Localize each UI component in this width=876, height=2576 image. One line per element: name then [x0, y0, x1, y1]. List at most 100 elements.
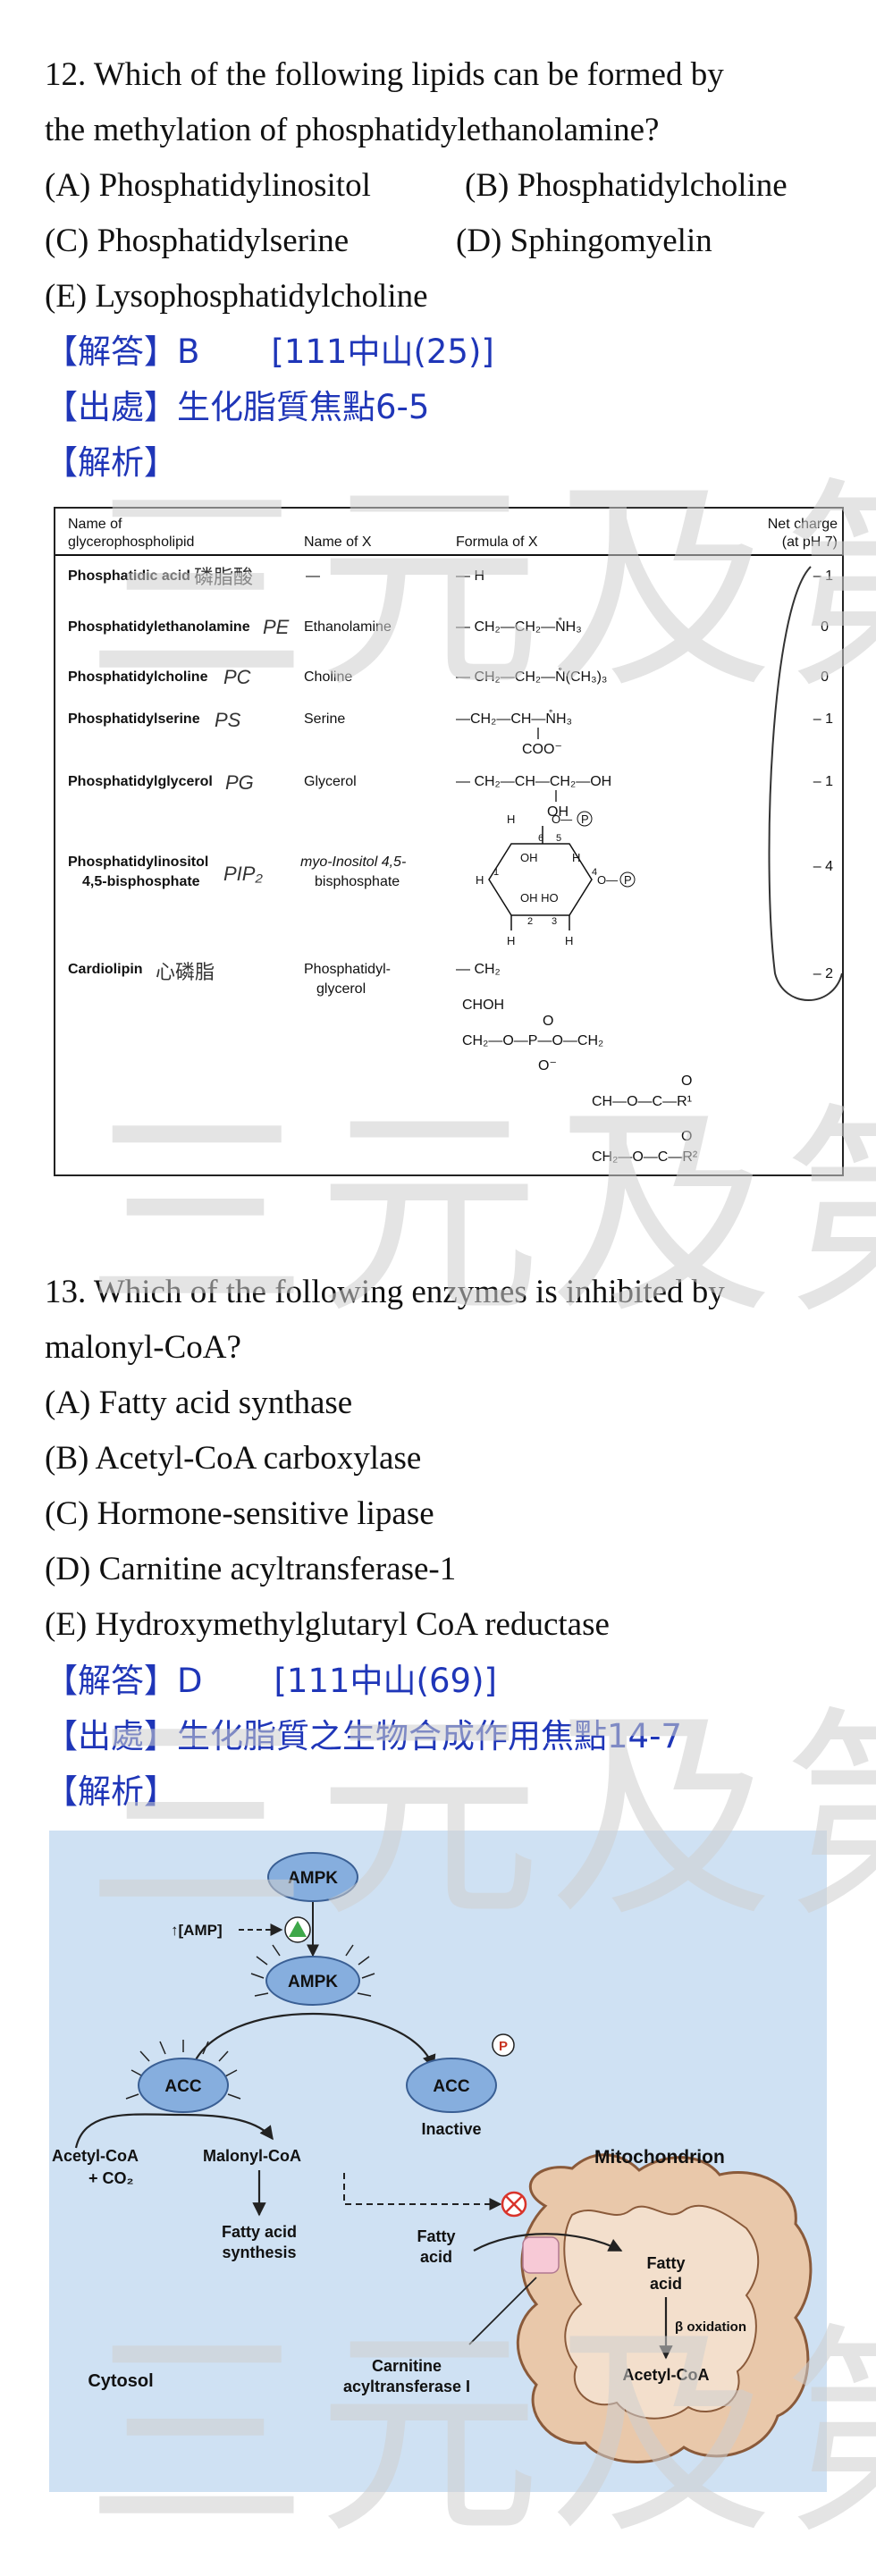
acc-active-ellipse [138, 2058, 229, 2113]
svg-text:H: H [507, 934, 515, 947]
cl-formula-3: O⁻ [538, 1058, 557, 1073]
svg-text:6: 6 [538, 833, 543, 844]
fatty-acid-mito-l2: acid [650, 2275, 682, 2293]
q12-answer: 【解答】B[111中山(25)] [45, 324, 494, 380]
amp-triangle-icon [289, 1921, 307, 1937]
row-ps-formula: —CH₂—CH—N̊H₃ [456, 710, 572, 727]
question-12: 12. Which of the following lipids can be… [45, 47, 849, 324]
acetyl-coa-mito-label: Acetyl-CoA [622, 2366, 709, 2384]
note-ps: PS [215, 709, 241, 731]
cl-formula-2: CH₂—O—P—O—CH₂ [462, 1033, 603, 1048]
fa-synthesis-l2: synthesis [222, 2243, 296, 2261]
handwritten-circle [768, 566, 842, 1001]
row-pe-charge: 0 [821, 619, 829, 635]
q12-analysis: 【解析】 [45, 443, 177, 482]
question-13: 13. Which of the following enzymes is in… [45, 1265, 849, 1653]
glycerophospholipid-table: Name of glycerophospholipid Name of X Fo… [54, 507, 844, 1176]
q12-answer-label: 【解答】B [45, 333, 200, 371]
q12-option-b: (B) Phosphatidylcholine [465, 167, 788, 204]
cl-formula-0: — CH₂ [456, 962, 501, 977]
q13-option-e: (E) Hydroxymethylglutaryl CoA reductase [45, 1606, 610, 1643]
row-cl-charge: – 2 [813, 966, 833, 981]
q13-stem-line2: malonyl-CoA? [45, 1329, 241, 1366]
row-pip2-charge: – 4 [813, 859, 833, 874]
q12-source: 【出處】生化脂質焦點6-5 [45, 388, 430, 426]
header-charge-l2: (at pH 7) [782, 535, 838, 550]
q13-option-c: (C) Hormone-sensitive lipase [45, 1495, 434, 1532]
ampk-active-label: AMPK [288, 1973, 338, 1991]
acc-active-label: ACC [164, 2077, 201, 2096]
q13-stem-line1: 13. Which of the following enzymes is in… [45, 1274, 725, 1310]
cl-formula-o1: O [543, 1014, 553, 1029]
row-pc-charge: 0 [821, 669, 829, 685]
fa-synthesis-l1: Fatty acid [222, 2223, 297, 2241]
svg-text:P: P [624, 873, 632, 887]
acetyl-coa-label: Acetyl-CoA [52, 2147, 139, 2165]
row-ps-formula2: COO⁻ [522, 742, 562, 757]
svg-text:4: 4 [592, 867, 597, 878]
svg-text:OH HO: OH HO [520, 891, 559, 905]
row-pa-charge: – 1 [813, 568, 833, 584]
svg-text:O—: O— [552, 812, 572, 826]
header-formula: Formula of X [456, 535, 538, 550]
ampk-acc-diagram: Mitochondrion AMPK ↑[AMP] AMPK ACC AC [49, 1831, 827, 2492]
svg-text:2: 2 [527, 916, 533, 927]
svg-text:H: H [572, 851, 580, 864]
beta-oxidation-label: β oxidation [675, 2319, 746, 2335]
fatty-acid-l2: acid [420, 2248, 452, 2266]
fatty-acid-mito-l1: Fatty [646, 2254, 685, 2272]
row-pg-formula: — CH₂—CH—CH₂—OH [456, 774, 611, 789]
q13-analysis: 【解析】 [45, 1772, 177, 1811]
cat-l1: Carnitine [372, 2357, 442, 2375]
carnitine-acyltransferase-transporter [522, 2236, 560, 2274]
q13-answer-label: 【解答】D [45, 1662, 203, 1700]
note-pa: 磷脂酸 [194, 566, 253, 588]
cl-formula-o3: O [681, 1129, 692, 1144]
row-ps-charge: – 1 [813, 711, 833, 727]
row-pip2-name2: 4,5-bisphosphate [82, 874, 200, 889]
svg-text:P: P [581, 812, 589, 826]
row-pe-name: Phosphatidylethanolamine [68, 619, 250, 635]
header-name-l1: Name of [68, 517, 122, 532]
q12-stem-line2: the methylation of phosphatidylethanolam… [45, 112, 660, 148]
cl-formula-5: CH₂—O—C—R² [592, 1149, 698, 1165]
row-pg-formula2: OH [547, 804, 569, 820]
acc-inactive-ellipse [406, 2058, 497, 2113]
header-charge-l1: Net charge [768, 517, 838, 532]
cytosol-label: Cytosol [88, 2371, 153, 2391]
malonyl-coa-label: Malonyl-CoA [203, 2147, 301, 2165]
q12-option-a: (A) Phosphatidylinositol [45, 167, 371, 204]
co2-label: + CO₂ [88, 2169, 134, 2187]
phospho-label: P [499, 2039, 508, 2054]
svg-text:H: H [565, 934, 573, 947]
q12-option-d: (D) Sphingomyelin [456, 223, 712, 259]
svg-text:H: H [476, 873, 484, 887]
q13-answer-ref: [111中山(69)] [274, 1662, 497, 1700]
row-pc-x: Choline [304, 669, 352, 685]
row-pa-x: — [306, 568, 320, 584]
header-name-l2: glycerophospholipid [68, 535, 194, 550]
row-ps-x: Serine [304, 711, 345, 727]
row-cl-x: Phosphatidyl- [304, 962, 391, 977]
q13-option-b: (B) Acetyl-CoA carboxylase [45, 1440, 422, 1477]
q12-option-e: (E) Lysophosphatidylcholine [45, 278, 428, 315]
ampk-acc-diagram-svg: Mitochondrion AMPK ↑[AMP] AMPK ACC AC [52, 1852, 813, 2463]
cl-formula-4: CH—O—C—R¹ [592, 1094, 692, 1109]
acc-inactive-label: ACC [433, 2077, 469, 2096]
ampk-top-ellipse [267, 1852, 358, 1902]
fatty-acid-l1: Fatty [417, 2227, 455, 2245]
ampk-active-ellipse [265, 1956, 360, 2006]
note-cl: 心磷脂 [156, 961, 215, 983]
cl-formula-1: CHOH [462, 998, 504, 1013]
ampk-active-rays [250, 1944, 375, 1997]
row-cl-x2: glycerol [316, 981, 366, 997]
row-cl-name: Cardiolipin [68, 962, 143, 977]
row-pip2-name: Phosphatidylinositol [68, 854, 208, 870]
row-pa-formula: — H [456, 568, 484, 584]
q13-option-a: (A) Fatty acid synthase [45, 1385, 353, 1421]
cat-l2: acyltransferase I [343, 2378, 470, 2395]
mitochondrion-label: Mitochondrion [594, 2147, 725, 2168]
amp-label: ↑[AMP] [171, 1922, 223, 1939]
svg-text:3: 3 [552, 916, 557, 927]
cl-formula-o2: O [681, 1073, 692, 1089]
